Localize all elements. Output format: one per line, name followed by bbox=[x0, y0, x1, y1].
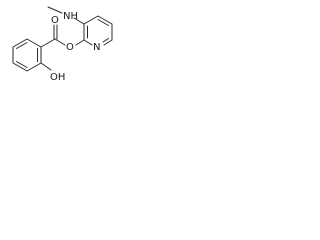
pyridine-c3-n-bond bbox=[73, 17, 85, 25]
molecule-drawing: NH O O N OH bbox=[12, 6, 113, 83]
atom-labels: NH O O N OH bbox=[50, 11, 100, 83]
ester-o-pyridine-bond bbox=[75, 39, 85, 46]
bonds bbox=[12, 6, 113, 72]
pyridine-double-bond-2 bbox=[97, 19, 109, 26]
n-methyl-bond bbox=[47, 6, 63, 14]
ester-c-o-bond bbox=[54, 38, 66, 46]
benzene-double-bond-1 bbox=[16, 42, 28, 49]
amine-nh-label: NH bbox=[63, 11, 78, 22]
ester-o-label: O bbox=[66, 42, 74, 53]
ring-carbonyl-bond bbox=[40, 38, 56, 48]
pyridine-ring bbox=[83, 15, 113, 46]
chemical-structure-canvas: NH O O N OH bbox=[0, 0, 124, 98]
pyridine-double-bond-3 bbox=[102, 38, 109, 43]
phenol-oh-label: OH bbox=[50, 72, 65, 83]
pyridine-n-label: N bbox=[93, 42, 100, 53]
phenol-c-o-bond bbox=[40, 62, 52, 71]
benzene-ring bbox=[12, 38, 42, 72]
benzene-double-bond-3 bbox=[16, 61, 28, 68]
carbonyl-o-label: O bbox=[51, 15, 59, 26]
pyridine-n-c2-bond bbox=[83, 39, 93, 46]
